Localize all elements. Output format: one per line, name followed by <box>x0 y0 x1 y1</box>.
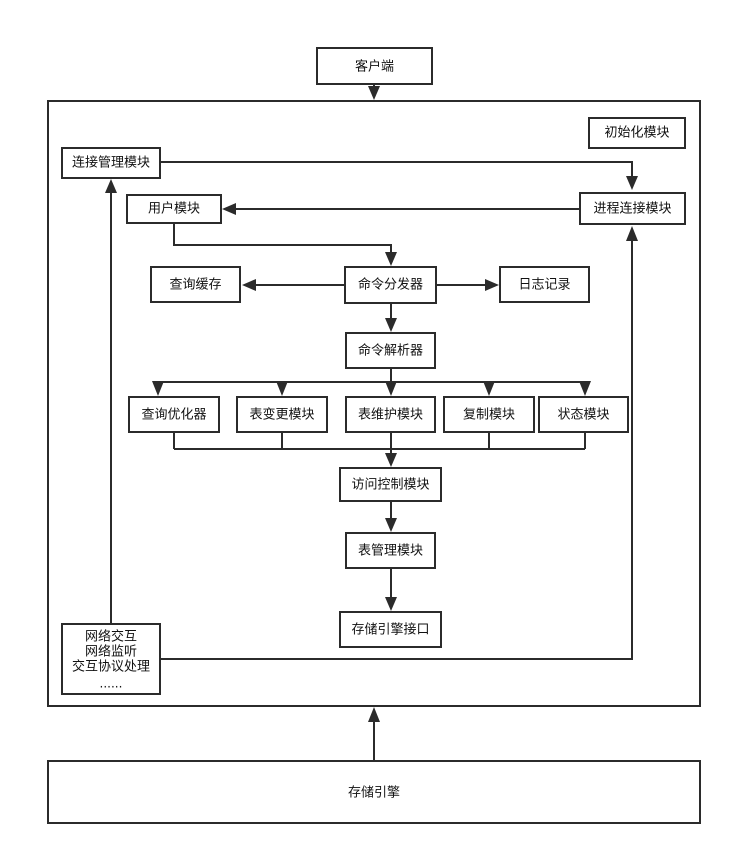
arrowhead <box>483 381 495 396</box>
arrowhead <box>385 381 397 396</box>
node-query-cache: 查询缓存 <box>150 266 241 303</box>
node-table-mgmt: 表管理模块 <box>345 532 436 569</box>
node-command-dispatcher: 命令分发器 <box>344 266 437 304</box>
node-storage-interface: 存储引擎接口 <box>339 611 442 648</box>
node-label-line: 交互协议处理 <box>72 659 150 675</box>
node-connection-mgmt: 连接管理模块 <box>61 147 161 179</box>
node-label: 状态模块 <box>557 408 609 423</box>
node-label: 进程连接模块 <box>593 201 671 217</box>
node-label-line: 网络监听 <box>85 644 137 660</box>
node-label: 用户模块 <box>148 201 200 217</box>
arrowhead <box>276 381 288 396</box>
arrowhead <box>385 453 397 467</box>
node-thread-connection: 进程连接模块 <box>579 192 686 225</box>
node-label: 命令解析器 <box>358 343 423 359</box>
arrowhead <box>368 707 380 722</box>
node-label: 表变更模块 <box>249 407 314 423</box>
node-label-line: 网络交互 <box>85 629 137 645</box>
node-storage-engine: 存储引擎 <box>47 760 701 824</box>
node-access-control: 访问控制模块 <box>339 467 442 502</box>
node-label: 初始化模块 <box>604 126 669 141</box>
edge-user-to-dispatcher <box>173 223 392 254</box>
arrowhead <box>579 381 591 396</box>
node-init-module: 初始化模块 <box>588 117 686 149</box>
arrowhead <box>385 318 397 332</box>
node-query-optimizer: 查询优化器 <box>128 396 220 433</box>
node-label: 命令分发器 <box>358 277 423 293</box>
node-table-maintenance: 表维护模块 <box>345 396 436 433</box>
node-replication: 复制模块 <box>443 396 535 433</box>
node-label: 表管理模块 <box>358 544 423 559</box>
arrowhead <box>485 279 499 291</box>
node-table-change: 表变更模块 <box>236 396 328 433</box>
node-user-module: 用户模块 <box>126 194 222 224</box>
node-label: 访问控制模块 <box>351 478 429 493</box>
node-label: 复制模块 <box>463 408 515 423</box>
arrowhead <box>368 86 380 100</box>
arrowhead <box>152 381 164 396</box>
edge-connection-to-thread <box>160 161 633 178</box>
node-network: 网络交互 网络监听 交互协议处理 ...... <box>61 623 161 695</box>
node-label-line: ...... <box>100 677 123 691</box>
arrowhead <box>626 176 638 190</box>
node-command-parser: 命令解析器 <box>345 332 436 369</box>
arrowhead <box>222 203 236 215</box>
node-label: 日志记录 <box>518 278 570 293</box>
node-label: 连接管理模块 <box>72 155 150 171</box>
arrowhead <box>385 597 397 611</box>
node-label: 客户端 <box>355 59 394 75</box>
node-status: 状态模块 <box>538 396 629 433</box>
edge-network-to-thread <box>160 240 633 660</box>
node-label: 存储引擎接口 <box>351 622 429 638</box>
node-label: 表维护模块 <box>358 408 423 423</box>
arrowhead <box>385 518 397 532</box>
node-label: 查询优化器 <box>141 408 206 423</box>
arrowhead <box>105 179 117 193</box>
edges <box>105 84 638 761</box>
arrowhead <box>385 252 397 266</box>
node-label: 存储引擎 <box>348 786 400 801</box>
node-client: 客户端 <box>316 47 433 85</box>
node-label: 查询缓存 <box>169 278 221 293</box>
arrowhead <box>242 279 256 291</box>
node-logging: 日志记录 <box>499 266 590 303</box>
arrowhead <box>626 226 638 241</box>
server-frame <box>47 100 701 707</box>
